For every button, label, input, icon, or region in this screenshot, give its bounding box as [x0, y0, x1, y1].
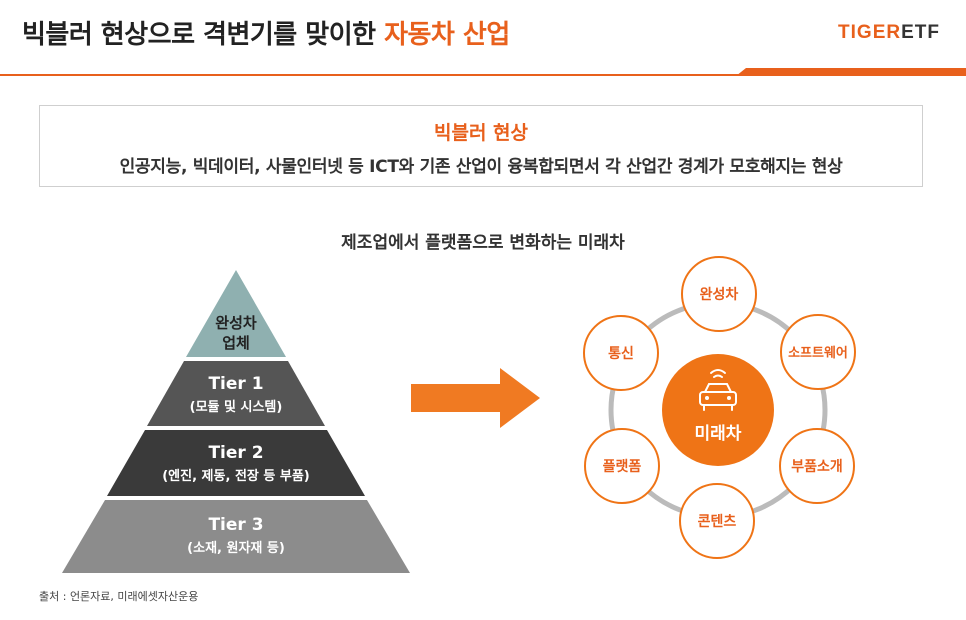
- pyramid-tier3-line1: Tier 3: [208, 515, 263, 535]
- page-title-main: 빅블러 현상으로 격변기를 맞이한: [22, 20, 385, 50]
- platform-node-telecom: [583, 315, 659, 391]
- platform-node-oem: [681, 256, 757, 332]
- pyramid-oem-line2: 업체: [222, 334, 250, 352]
- platform-node-content-label: 콘텐츠: [698, 513, 737, 530]
- platform-node-parts-label: 부품소개: [791, 459, 843, 475]
- page-title: 빅블러 현상으로 격변기를 맞이한 자동차 산업: [22, 14, 510, 51]
- platform-center-label: 미래차: [695, 424, 742, 444]
- platform-node-software-label: 소프트웨어: [788, 345, 848, 361]
- brand-etf: ETF: [901, 22, 940, 43]
- pyramid-tier1-line2: (모듈 및 시스템): [190, 400, 283, 415]
- brand-tiger: TIGER: [838, 22, 902, 43]
- platform-node-parts: [779, 428, 855, 504]
- arrow-right-icon: [411, 368, 540, 428]
- pyramid-tier2-line2: (엔진, 제동, 전장 등 부품): [162, 468, 310, 484]
- car-icon: [699, 369, 737, 411]
- pyramid-level-tier3: [62, 500, 410, 573]
- diagram-subtitle: 제조업에서 플랫폼으로 변화하는 미래차: [341, 233, 625, 253]
- page-title-accent: 자동차 산업: [384, 20, 510, 50]
- source-note: 출처 : 언론자료, 미래에셋자산운용: [39, 590, 199, 603]
- header-divider-accent: [736, 68, 966, 76]
- definition-text: 인공지능, 빅데이터, 사물인터넷 등 ICT와 기존 산업이 융복합되면서 각…: [119, 157, 843, 177]
- pyramid-level-tier2: [107, 430, 365, 496]
- definition-title: 빅블러 현상: [433, 122, 528, 144]
- supply-pyramid: 완성차 업체 Tier 1 (모듈 및 시스템) Tier 2 (엔진, 제동,…: [62, 270, 410, 573]
- platform-node-software: [780, 314, 856, 390]
- pyramid-level-tier1: [147, 361, 325, 426]
- platform-network: 미래차 완성차 소프트웨어 부품소개 콘텐츠 플랫폼 통신: [583, 256, 856, 559]
- platform-node-platform-label: 플랫폼: [603, 458, 642, 475]
- platform-node-platform: [584, 428, 660, 504]
- pyramid-level-oem: [186, 270, 286, 357]
- platform-node-telecom-label: 통신: [608, 346, 634, 362]
- platform-node-content: [679, 483, 755, 559]
- pyramid-tier3-line2: (소재, 원자재 등): [187, 541, 285, 556]
- platform-node-oem-label: 완성차: [700, 287, 739, 303]
- header-divider: [0, 74, 966, 76]
- definition-box: 빅블러 현상 인공지능, 빅데이터, 사물인터넷 등 ICT와 기존 산업이 융…: [39, 105, 923, 187]
- pyramid-tier1-line1: Tier 1: [208, 374, 263, 394]
- platform-center: [662, 354, 774, 466]
- brand-logo: TIGERETF: [838, 22, 940, 44]
- pyramid-tier2-line1: Tier 2: [208, 443, 263, 463]
- pyramid-oem-line1: 완성차: [215, 314, 257, 332]
